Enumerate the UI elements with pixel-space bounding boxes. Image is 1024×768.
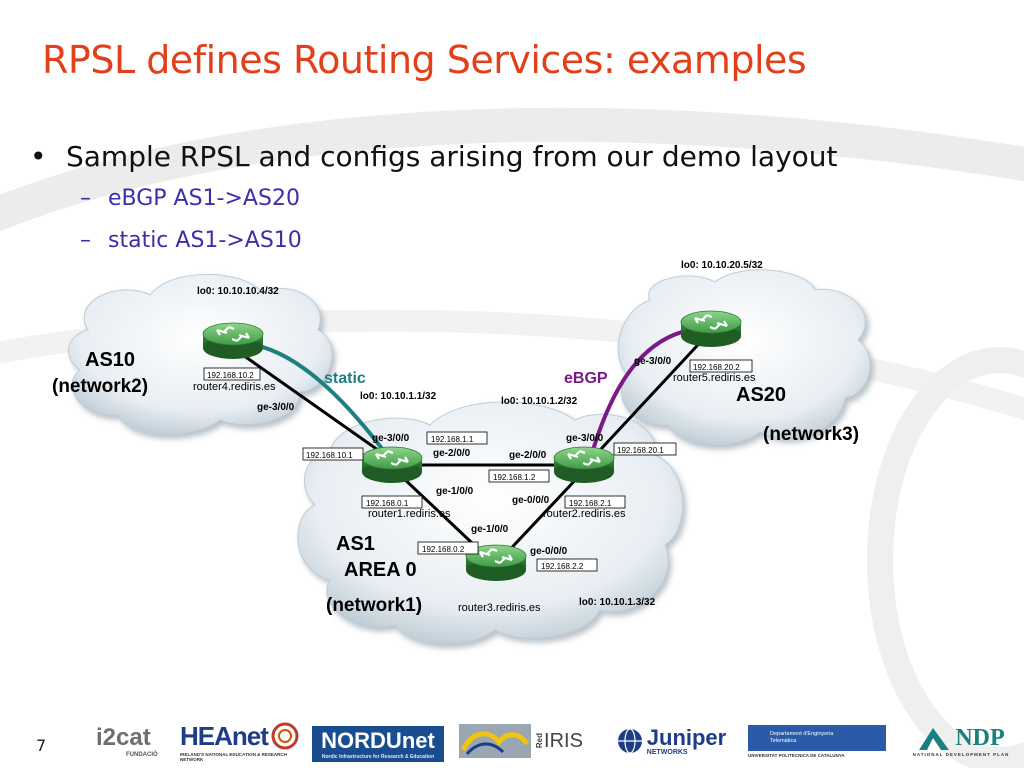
router2-ip-to-r3: 192.168.2.1 bbox=[569, 499, 612, 508]
router4-hostname: router4.rediris.es bbox=[193, 381, 276, 393]
i2cat-logo-text: i2cat bbox=[96, 724, 151, 751]
link-r5-r2-black bbox=[586, 332, 710, 465]
router1-if-to-r4: ge-3/0/0 bbox=[372, 433, 410, 444]
link-r2-r3 bbox=[500, 473, 582, 560]
juniper-logo-sub: NETWORKS bbox=[646, 748, 688, 756]
router5-ip: 192.168.20.2 bbox=[693, 363, 740, 372]
upc-logo-sub: UNIVERSITAT POLITÈCNICA DE CATALUNYA bbox=[748, 752, 845, 758]
as1-network-label: (network1) bbox=[326, 595, 422, 616]
router1-icon bbox=[360, 445, 424, 485]
as10-label: AS10 bbox=[85, 349, 135, 371]
router4-ip: 192.168.10.2 bbox=[207, 371, 254, 380]
router2-if-to-r1: ge-2/0/0 bbox=[509, 450, 547, 461]
slide-title: RPSL defines Routing Services: examples bbox=[42, 38, 807, 82]
heanet-emblem-icon bbox=[271, 722, 299, 750]
router3-if-to-r2: ge-0/0/0 bbox=[530, 546, 568, 557]
router1-if-to-r3: ge-1/0/0 bbox=[436, 486, 474, 497]
heanet-logo-text: HEAnet bbox=[180, 720, 269, 751]
link-static bbox=[254, 343, 385, 452]
router3-loopback: lo0: 10.10.1.3/32 bbox=[579, 597, 656, 608]
upc-logo-text: Departament d'Enginyeria Telemàtica bbox=[770, 730, 834, 744]
router1-ip-to-r2: 192.168.1.1 bbox=[431, 435, 474, 444]
rediris-logo-prefix: Red bbox=[535, 733, 545, 749]
router2-hostname: router2.rediris.es bbox=[543, 508, 626, 520]
router2-if-to-r3: ge-0/0/0 bbox=[512, 495, 550, 506]
i2cat-logo-sub: FUNDACIÓ bbox=[126, 752, 158, 758]
router2-icon bbox=[552, 445, 616, 485]
rediris-emblem-icon bbox=[459, 724, 532, 758]
juniper-logo-text: Juniper bbox=[646, 724, 727, 750]
link-ebgp bbox=[588, 328, 691, 461]
link-r4-r1-black bbox=[232, 346, 396, 464]
ndp-logo: NDP NATIONAL DEVELOPMENT PLAN bbox=[902, 718, 1020, 764]
ebgp-label: eBGP bbox=[564, 370, 608, 387]
ndp-logo-sub: NATIONAL DEVELOPMENT PLAN bbox=[912, 752, 1010, 757]
static-label: static bbox=[324, 370, 366, 387]
router2-loopback: lo0: 10.10.1.2/32 bbox=[501, 396, 578, 407]
bullet-dot: • bbox=[30, 140, 47, 173]
rediris-logo: Red IRIS bbox=[454, 718, 588, 764]
sub-bullet-ebgp-text: eBGP AS1->AS20 bbox=[108, 186, 300, 211]
as20-network-label: (network3) bbox=[763, 424, 859, 445]
bullet-main-text: Sample RPSL and configs arising from our… bbox=[66, 140, 838, 173]
rediris-logo-text: IRIS bbox=[544, 729, 583, 752]
router5-hostname: router5.rediris.es bbox=[673, 372, 756, 384]
upc-logo: Departament d'Enginyeria Telemàtica UNIV… bbox=[748, 718, 890, 764]
ndp-emblem-icon bbox=[919, 727, 950, 750]
router1-ip-to-r4: 192.168.10.1 bbox=[306, 451, 353, 460]
router4-loopback: lo0: 10.10.10.4/32 bbox=[197, 286, 279, 297]
nordunet-logo-sub: Nordic Infrastructure for Research & Edu… bbox=[321, 754, 435, 760]
router1-hostname: router1.rediris.es bbox=[368, 508, 451, 520]
sub-bullet-dash: – bbox=[80, 186, 91, 211]
cloud-as20 bbox=[617, 269, 871, 446]
sub-bullet-dash: – bbox=[80, 228, 91, 253]
globe-icon bbox=[617, 728, 642, 754]
ndp-logo-text: NDP bbox=[955, 725, 1005, 751]
as20-label: AS20 bbox=[736, 384, 786, 406]
router5-icon bbox=[679, 309, 743, 349]
router5-interface: ge-3/0/0 bbox=[634, 356, 672, 367]
i2cat-logo: i2cat FUNDACIÓ bbox=[96, 718, 174, 764]
sub-bullet-ebgp: –eBGP AS1->AS20 bbox=[80, 186, 300, 211]
sub-bullet-static: –static AS1->AS10 bbox=[80, 228, 302, 253]
router4-interface: ge-3/0/0 bbox=[257, 402, 295, 413]
cloud-as10 bbox=[68, 273, 333, 435]
router2-ip-to-r5: 192.168.20.1 bbox=[617, 446, 664, 455]
page-number: 7 bbox=[36, 736, 47, 755]
as1-area-label: AREA 0 bbox=[344, 559, 417, 581]
router1-ip-to-r3: 192.168.0.1 bbox=[366, 499, 409, 508]
router2-if-to-r5: ge-3/0/0 bbox=[566, 433, 604, 444]
router1-if-to-r2: ge-2/0/0 bbox=[433, 448, 471, 459]
router5-loopback: lo0: 10.10.20.5/32 bbox=[681, 260, 763, 271]
sub-bullet-static-text: static AS1->AS10 bbox=[108, 228, 302, 253]
juniper-logo: Juniper NETWORKS bbox=[598, 718, 744, 764]
router1-loopback: lo0: 10.10.1.1/32 bbox=[360, 391, 437, 402]
router4-icon bbox=[201, 321, 265, 361]
heanet-logo-sub: IRELAND'S NATIONAL EDUCATION & RESEARCH … bbox=[180, 751, 287, 762]
router3-hostname: router3.rediris.es bbox=[458, 602, 541, 614]
as10-network-label: (network2) bbox=[52, 376, 148, 397]
router3-ip-to-r1: 192.168.0.2 bbox=[422, 545, 465, 554]
nordunet-logo: NORDUnet Nordic Infrastructure for Resea… bbox=[312, 726, 444, 762]
heanet-logo: HEAnet IRELAND'S NATIONAL EDUCATION & RE… bbox=[180, 718, 310, 764]
as1-label: AS1 bbox=[336, 533, 375, 555]
nordunet-logo-text: NORDUnet bbox=[321, 728, 435, 753]
router2-ip-to-r1: 192.168.1.2 bbox=[493, 473, 536, 482]
router3-ip-to-r2: 192.168.2.2 bbox=[541, 562, 584, 571]
router3-if-to-r1: ge-1/0/0 bbox=[471, 524, 509, 535]
